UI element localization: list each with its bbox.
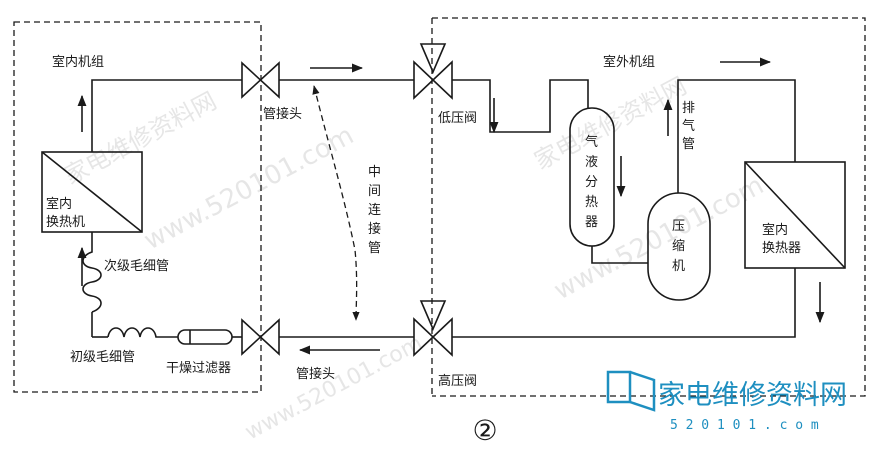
separator-char: 气 bbox=[585, 134, 598, 150]
watermark-diagonal-3: 家电维修资料网 bbox=[60, 87, 221, 191]
connecting-pipe-char: 接 bbox=[368, 221, 381, 237]
indoor-hx-left-diagonal bbox=[41, 151, 143, 233]
figure-number: ② bbox=[472, 414, 497, 447]
primary-capillary-label: 初级毛细管 bbox=[70, 350, 135, 365]
dryer-filter bbox=[177, 329, 233, 345]
connecting-pipe-char: 连 bbox=[368, 202, 381, 218]
dryer-filter-label: 干燥过滤器 bbox=[166, 361, 231, 376]
low-pressure-valve-label: 低压阀 bbox=[438, 111, 477, 126]
connecting-pipe-curve bbox=[312, 85, 360, 321]
separator-char: 器 bbox=[585, 215, 598, 230]
high-pressure-valve-label: 高压阀 bbox=[438, 373, 477, 389]
watermark-diagonal-1: www.520101.com bbox=[139, 120, 359, 256]
discharge-pipe-char: 气 bbox=[682, 118, 695, 134]
indoor-hx-right-label-1: 室内 bbox=[762, 222, 788, 238]
watermark-diagonal-5: www.520101.com bbox=[241, 331, 427, 446]
compressor-char: 机 bbox=[672, 259, 685, 274]
indoor-unit-label: 室内机组 bbox=[52, 54, 104, 70]
high-pressure-valve bbox=[413, 317, 453, 357]
secondary-capillary-coil bbox=[82, 250, 102, 313]
pipe-outdoor-return bbox=[452, 268, 796, 338]
logo-book-page-icon bbox=[629, 370, 656, 412]
low-pressure-valve bbox=[413, 60, 453, 100]
pipe-separator-compressor bbox=[591, 246, 648, 264]
compressor-char: 缩 bbox=[672, 238, 685, 254]
logo-book-icon bbox=[606, 370, 632, 404]
separator-char: 分 bbox=[585, 175, 598, 190]
indoor-hx-left-label-1: 室内 bbox=[46, 196, 72, 212]
watermark-diagonal-4: 家电维修资料网 bbox=[530, 72, 691, 176]
pipe-to-separator bbox=[452, 79, 589, 133]
connecting-pipe-char: 间 bbox=[368, 184, 381, 199]
discharge-pipe-char: 排 bbox=[682, 101, 695, 116]
logo-url: 5 2 0 1 0 1 . c o m bbox=[670, 418, 819, 433]
separator-char: 液 bbox=[585, 155, 598, 170]
connecting-pipe-char: 管 bbox=[368, 241, 381, 256]
discharge-pipe-char: 管 bbox=[682, 137, 695, 152]
separator-char: 热 bbox=[585, 195, 598, 210]
watermark-diagonal-2: www.520101.com bbox=[549, 170, 769, 306]
compressor-char: 压 bbox=[672, 219, 685, 234]
primary-capillary-coil bbox=[107, 327, 160, 338]
pipe-discharge bbox=[677, 79, 796, 193]
pipe-indoor-top bbox=[91, 79, 242, 152]
connecting-pipe-char: 中 bbox=[368, 165, 381, 180]
indoor-hx-right-diagonal bbox=[744, 161, 846, 269]
indoor-hx-left-label-2: 换热机 bbox=[46, 215, 85, 230]
secondary-capillary-label: 次级毛细管 bbox=[104, 258, 169, 274]
indoor-heat-exchanger-right bbox=[744, 161, 846, 269]
compressor bbox=[647, 192, 711, 301]
logo-text: 家电维修资料网 bbox=[658, 380, 847, 411]
outdoor-unit-boundary bbox=[432, 17, 866, 397]
site-logo: 家电维修资料网 5 2 0 1 0 1 . c o m bbox=[606, 370, 847, 433]
pipe-joint-top-label: 管接头 bbox=[263, 106, 302, 122]
indoor-heat-exchanger-left bbox=[41, 151, 143, 233]
gas-liquid-separator bbox=[569, 107, 615, 247]
pipe-joint-bottom bbox=[241, 318, 280, 356]
indoor-unit-boundary bbox=[13, 21, 262, 393]
low-pressure-valve-stem bbox=[419, 43, 447, 75]
pipe-joint-top bbox=[241, 61, 280, 99]
indoor-hx-right-label-2: 换热器 bbox=[762, 241, 801, 256]
pipe-joint-bottom-label: 管接头 bbox=[296, 366, 335, 382]
high-pressure-valve-stem bbox=[419, 300, 447, 332]
outdoor-unit-label: 室外机组 bbox=[603, 54, 655, 70]
